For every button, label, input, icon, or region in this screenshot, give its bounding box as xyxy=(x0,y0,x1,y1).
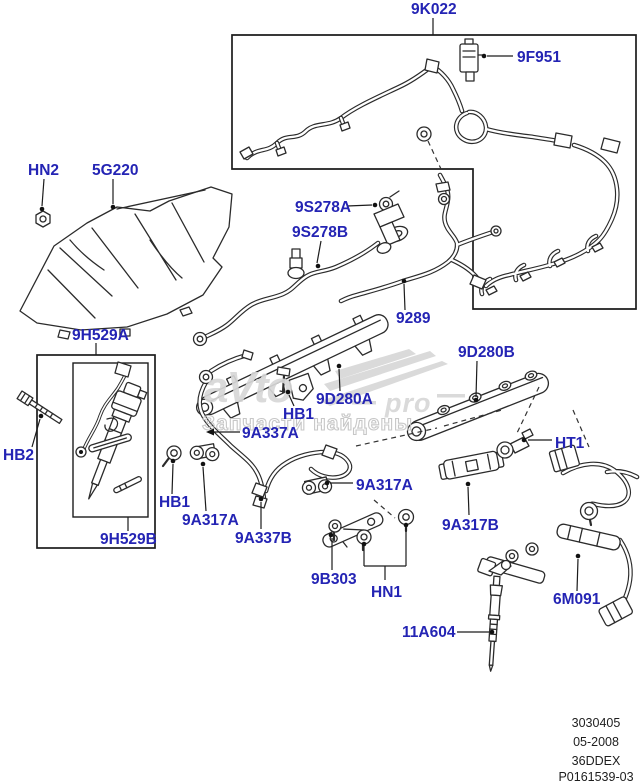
leader-dot-9a317a xyxy=(324,480,330,486)
part-label-9a317a: 9A317A xyxy=(182,512,239,529)
nut-hb1 xyxy=(161,445,182,468)
watermark-dash-left xyxy=(352,401,376,405)
part-label-11a604: 11A604 xyxy=(402,624,456,641)
leader-dot-6m091 xyxy=(575,553,581,559)
part-label-9d280a: 9D280A xyxy=(316,391,373,408)
part-label-9289: 9289 xyxy=(396,310,431,327)
nut-hn2 xyxy=(35,210,51,228)
leader-dot-hb1 xyxy=(285,389,291,395)
leader-line-9s278b xyxy=(316,240,322,264)
part-label-ht1: HT1 xyxy=(555,435,585,452)
part-label-9k022: 9K022 xyxy=(411,1,457,18)
footer-engine-code: 36DDEX xyxy=(572,754,621,768)
part-label-9h529b: 9H529B xyxy=(100,531,157,548)
part-label-9b303: 9B303 xyxy=(311,571,357,588)
part-label-9a337b: 9A337B xyxy=(235,530,292,547)
part-label-hb1: HB1 xyxy=(283,406,314,423)
leader-line-hb1 xyxy=(171,463,174,495)
leader-dot-9a337b xyxy=(258,496,264,502)
leader-dot-9a317b xyxy=(465,481,471,487)
part-label-9d280b: 9D280B xyxy=(458,344,515,361)
leader-dot-9d280b xyxy=(473,397,479,403)
watermark-dash-right xyxy=(437,394,465,398)
leader-line-hb1 xyxy=(288,394,295,407)
part-label-hb1: HB1 xyxy=(159,494,190,511)
part-label-hn1: HN1 xyxy=(371,584,402,601)
injector-pipe-9a337a xyxy=(197,349,268,509)
pipe-clamp-9a317a-left xyxy=(189,443,220,462)
leader-dot-9s278a xyxy=(372,202,378,208)
leader-line-9d280a xyxy=(338,368,341,392)
leader-dot-11a604 xyxy=(489,629,495,635)
group-box-9h529b xyxy=(72,362,149,518)
leader-line-9a317a xyxy=(202,466,207,512)
footer-date: 05-2008 xyxy=(573,735,619,749)
leader-dot-hb2 xyxy=(38,413,44,419)
fuel-pipe-9289 xyxy=(338,172,502,304)
pipe-clamp-9a317b xyxy=(438,450,505,480)
dashed-reference-lines xyxy=(355,140,590,519)
part-label-9a337a: 9A337A xyxy=(242,425,299,442)
injector-pipe-9a337b xyxy=(251,444,353,498)
leader-dot-9s278b xyxy=(315,263,321,269)
part-label-9s278a: 9S278A xyxy=(295,199,351,216)
leader-dot-hn2 xyxy=(39,206,45,212)
leader-arrow-9a337a xyxy=(206,428,214,436)
fuel-tee-assembly-9s278 xyxy=(373,190,409,254)
leader-dot-hn1 xyxy=(361,541,367,547)
leader-line-9d280b xyxy=(475,360,478,398)
watermark-wing-icon xyxy=(320,349,448,406)
leader-line-9s278a xyxy=(346,204,373,207)
part-label-9h529a: 9H529A xyxy=(72,327,129,344)
leader-dot-ht1 xyxy=(521,437,527,443)
fuel-cooler-relay-9f951 xyxy=(459,38,485,82)
bracket-9b303 xyxy=(322,512,384,548)
part-label-9a317a: 9A317A xyxy=(356,477,413,494)
group-box-9k022 xyxy=(231,34,637,310)
part-label-6m091: 6M091 xyxy=(553,591,601,608)
leader-dot-9289 xyxy=(401,278,407,284)
fuel-rail-9d280a xyxy=(195,314,389,419)
bolt-hb1-rail xyxy=(276,366,291,394)
sensor-wiring-harness xyxy=(548,444,640,527)
part-label-9s278b: 9S278B xyxy=(292,224,348,241)
leader-line-6m091 xyxy=(576,558,579,592)
watermark-logo-right-text: pro xyxy=(384,388,432,418)
glow-plug-harness-6m091 xyxy=(477,523,634,627)
footer-doc-number: 3030405 xyxy=(572,716,621,730)
part-label-9a317b: 9A317B xyxy=(442,517,499,534)
leader-line-hb2 xyxy=(31,418,41,448)
leader-dot-9b303 xyxy=(328,532,334,538)
part-label-9f951: 9F951 xyxy=(517,49,561,66)
footer-plate-number: P0161539-03 xyxy=(558,770,633,782)
leader-line-hn2 xyxy=(41,178,45,207)
glow-plug-11a604 xyxy=(487,559,512,672)
part-label-5g220: 5G220 xyxy=(92,162,139,179)
leader-line-9a317b xyxy=(467,486,470,516)
part-label-hn2: HN2 xyxy=(28,162,59,179)
watermark-logo-left-text: aVto xyxy=(204,363,292,412)
sensor-ht1 xyxy=(496,428,534,459)
leader-dot-9f951 xyxy=(481,53,487,59)
leader-dot-9d280a xyxy=(336,363,342,369)
injector-seal-kit-parts xyxy=(75,361,142,494)
part-label-hb2: HB2 xyxy=(3,447,34,464)
leader-line-9289 xyxy=(403,283,406,311)
leader-dot-hn1 xyxy=(403,522,409,528)
footer-code-block: 3030405 05-2008 36DDEX P0161539-03 xyxy=(558,716,633,782)
bolt-hb2 xyxy=(16,390,63,425)
leader-dot-5g220 xyxy=(110,204,116,210)
leader-dot-hb1 xyxy=(170,458,176,464)
heat-shield-5g220 xyxy=(19,186,233,340)
fuel-pipe-9s278b xyxy=(192,240,381,347)
leader-dot-9a317a xyxy=(200,461,206,467)
